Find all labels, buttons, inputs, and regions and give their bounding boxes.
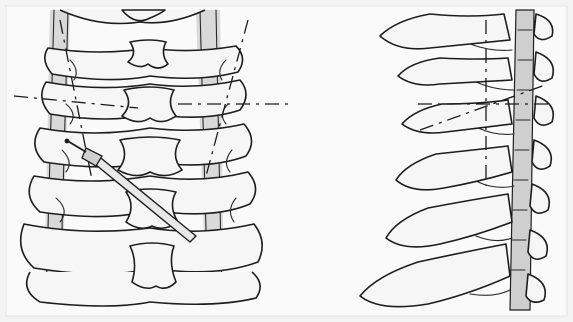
spinous-process-c5	[118, 137, 182, 176]
spinous-process-c4	[122, 87, 176, 122]
spinous-process-c3	[128, 40, 168, 68]
needle-point	[65, 139, 70, 144]
spinous-process-c7	[130, 243, 176, 288]
